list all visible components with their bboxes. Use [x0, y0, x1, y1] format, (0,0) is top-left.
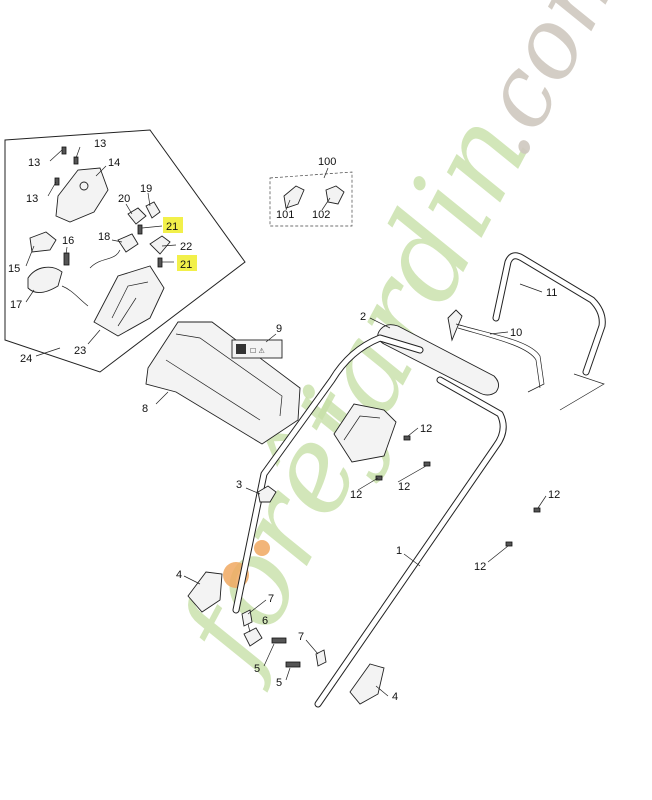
control-block: [333, 403, 541, 547]
callout-13: 13: [94, 138, 106, 150]
part-21-spring-b: [157, 257, 163, 268]
callout-24: 24: [20, 353, 32, 365]
part-102: [325, 185, 345, 205]
callout-16: 16: [62, 235, 74, 247]
callout-5: 5: [254, 663, 260, 675]
callout-23: 23: [74, 345, 86, 357]
callout-12: 12: [398, 481, 410, 493]
callout-4: 4: [392, 691, 398, 703]
part-21-spring-a: [137, 224, 143, 235]
callout-2: 2: [360, 311, 366, 323]
part-6: [243, 627, 263, 647]
callout-17: 17: [10, 299, 22, 311]
callout-6: 6: [262, 615, 268, 627]
callout-21: 21: [180, 259, 192, 271]
callout-5: 5: [276, 677, 282, 689]
part-4-clamp-b: [349, 663, 385, 705]
callout-22: 22: [180, 241, 192, 253]
callout-labels: 13 13 13 14 20 19 21 16 18 22 21 15 17 2…: [8, 138, 560, 703]
part-7-washer-b: [315, 649, 327, 667]
callout-10: 10: [510, 327, 522, 339]
callout-13: 13: [28, 157, 40, 169]
part-16-spring: [63, 252, 70, 266]
callout-18: 18: [98, 231, 110, 243]
callout-21: 21: [166, 221, 178, 233]
part-1-frame: [232, 334, 507, 708]
part-5-bolt-a: [271, 637, 287, 644]
part-23-housing: [93, 265, 165, 337]
part-22: [149, 235, 171, 255]
leader-lines: [25, 146, 547, 697]
callout-4: 4: [176, 569, 182, 581]
callout-20: 20: [118, 193, 130, 205]
part-4-clamp-a: [187, 571, 223, 613]
callout-12: 12: [420, 423, 432, 435]
callout-101: 101: [276, 209, 294, 221]
part-14-bracket: [55, 167, 109, 223]
part-3-knob: [257, 485, 277, 503]
part-18: [117, 233, 139, 253]
part-9-label: ☐ ⚠: [231, 339, 283, 359]
part-17-plug: [27, 266, 63, 293]
part-10-cable: [447, 309, 545, 393]
callout-9: 9: [276, 323, 282, 335]
callout-100: 100: [318, 156, 336, 168]
part-8-cover: [145, 321, 301, 445]
part-20: [127, 207, 147, 225]
part-5-bolt-b: [285, 661, 301, 668]
callout-13: 13: [26, 193, 38, 205]
part-7-washer-a: [241, 609, 253, 627]
callout-11: 11: [546, 287, 557, 299]
part-11-handle: [492, 252, 606, 411]
part-101: [283, 185, 305, 209]
callout-7: 7: [298, 631, 304, 643]
svg-text:☐ ⚠: ☐ ⚠: [250, 347, 266, 355]
callout-12: 12: [350, 489, 362, 501]
highlight-21-top: [163, 217, 183, 233]
part-19: [145, 201, 161, 219]
callout-7: 7: [268, 593, 274, 605]
callout-102: 102: [312, 209, 330, 221]
callout-3: 3: [236, 479, 242, 491]
kit-24-box: [4, 129, 246, 373]
callout-15: 15: [8, 263, 20, 275]
callout-14: 14: [108, 157, 120, 169]
callout-8: 8: [142, 403, 148, 415]
callout-1: 1: [396, 545, 402, 557]
callout-12: 12: [548, 489, 560, 501]
part-15-key: [29, 231, 57, 253]
callout-12: 12: [474, 561, 486, 573]
highlight-21-bottom: [177, 255, 197, 271]
callout-19: 19: [140, 183, 152, 195]
